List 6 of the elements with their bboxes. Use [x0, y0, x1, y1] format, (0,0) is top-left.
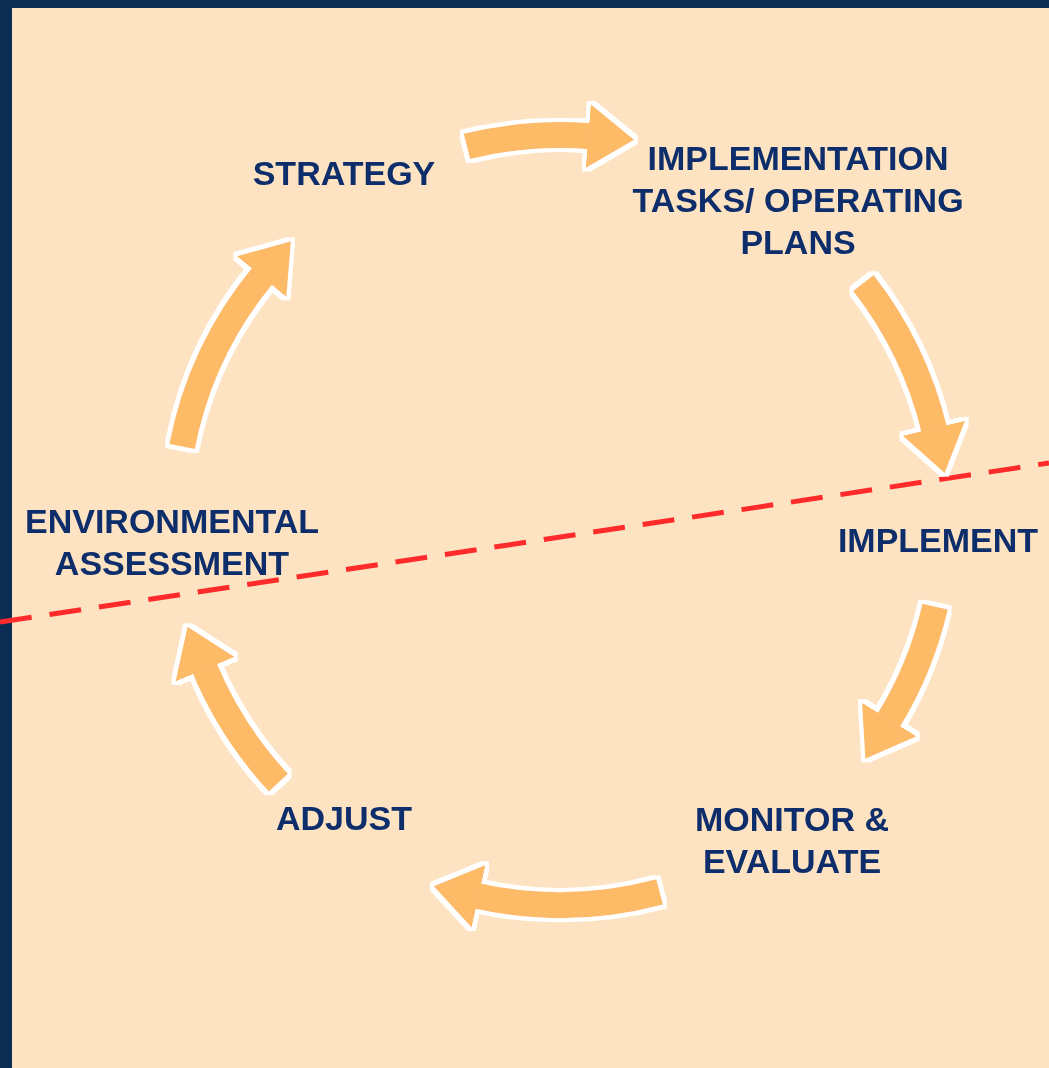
step-label: ADJUST	[254, 797, 434, 839]
step-label: IMPLEMENT	[833, 519, 1043, 561]
step-label: MONITOR & EVALUATE	[662, 798, 922, 882]
step-label: STRATEGY	[224, 152, 464, 194]
step-label: ENVIRONMENTAL ASSESSMENT	[12, 500, 332, 584]
step-label: IMPLEMENTATION TASKS/ OPERATING PLANS	[608, 137, 988, 263]
